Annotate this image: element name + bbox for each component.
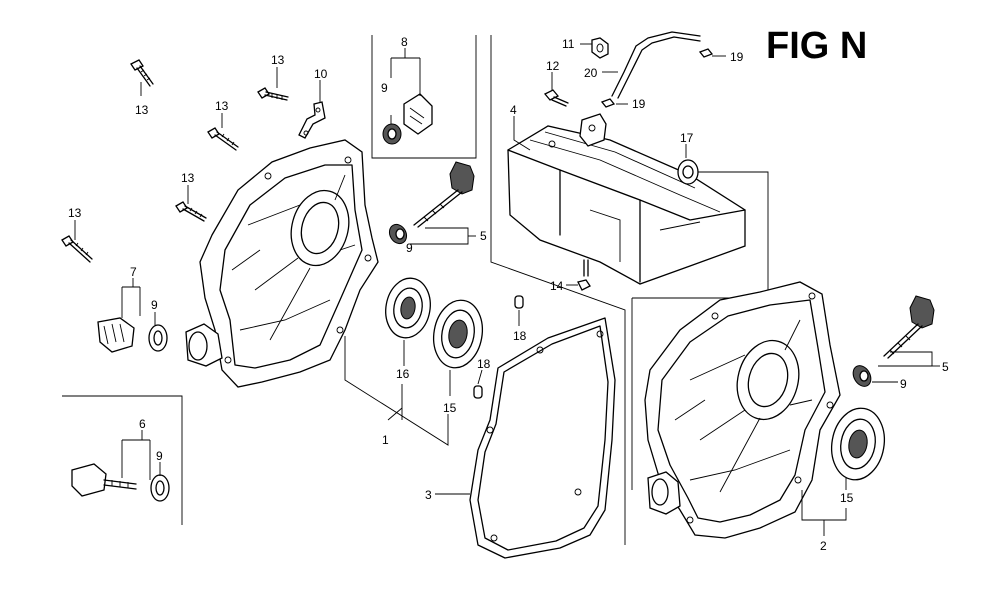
bolt-13-d — [175, 201, 207, 222]
callout-11: 11 — [562, 37, 575, 51]
callout-8: 8 — [401, 35, 408, 49]
callout-7: 7 — [130, 265, 137, 279]
section-frames — [62, 35, 769, 545]
drain-plug-6 — [71, 463, 170, 502]
tube-end-19-a — [698, 48, 714, 58]
gasket-3 — [469, 317, 616, 559]
bolt-13-e — [61, 235, 93, 263]
tube-end-19-b — [600, 98, 616, 108]
oil-seal-16 — [385, 277, 431, 339]
bolt-13-a — [130, 59, 154, 87]
callout-14: 14 — [550, 279, 564, 293]
bolt-12 — [543, 89, 569, 107]
bearing-15-right — [830, 407, 886, 481]
dowel-pin-18-a — [514, 295, 524, 309]
callout-16: 16 — [396, 367, 410, 381]
callout-9: 9 — [151, 298, 158, 312]
callout-4: 4 — [510, 103, 517, 117]
washer-9-right — [852, 365, 872, 387]
callout-19: 19 — [730, 50, 744, 64]
callout-12: 12 — [546, 59, 560, 73]
grommet-17 — [677, 159, 699, 185]
dipstick-5-upper — [413, 161, 475, 228]
callout-10: 10 — [314, 67, 328, 81]
tube-20 — [611, 31, 701, 99]
callout-15: 15 — [840, 491, 854, 505]
crankcase-cover-left — [185, 139, 379, 388]
bearing-15-left — [432, 299, 484, 369]
callout-13: 13 — [68, 206, 82, 220]
callout-19: 19 — [632, 97, 646, 111]
callout-1: 1 — [382, 433, 389, 447]
callout-3: 3 — [425, 488, 432, 502]
washer-9-upper — [388, 223, 408, 245]
callout-13: 13 — [215, 99, 229, 113]
bracket-10 — [298, 101, 326, 139]
callout-13: 13 — [135, 103, 149, 117]
callout-13: 13 — [271, 53, 285, 67]
dowel-pin-18-b — [473, 385, 483, 399]
callout-9: 9 — [381, 81, 388, 95]
drain-plug-7 — [97, 317, 168, 353]
crankcase-cover-right — [644, 281, 841, 539]
callout-9: 9 — [900, 377, 907, 391]
callout-5: 5 — [942, 360, 949, 374]
callout-17: 17 — [680, 131, 694, 145]
leader-lines — [74, 43, 940, 536]
figure-title: FIG N — [766, 25, 867, 67]
tank-4 — [507, 113, 746, 285]
callout-6: 6 — [139, 417, 146, 431]
oil-sensor-8 — [382, 93, 433, 145]
dipstick-5-right — [883, 295, 935, 359]
callout-9: 9 — [156, 449, 163, 463]
callout-2: 2 — [820, 539, 827, 553]
callout-15: 15 — [443, 401, 457, 415]
bolt-13-c — [207, 127, 239, 151]
callout-18: 18 — [513, 329, 527, 343]
callout-labels: 13 13 13 13 13 10 8 9 9 9 9 9 5 5 7 6 16… — [68, 35, 949, 553]
bolt-13-b — [257, 87, 289, 101]
callout-9: 9 — [406, 241, 413, 255]
bolt-14 — [577, 259, 591, 291]
clip-11 — [591, 37, 609, 59]
callout-5: 5 — [480, 229, 487, 243]
callout-18: 18 — [477, 357, 491, 371]
callout-20: 20 — [584, 66, 598, 80]
callout-13: 13 — [181, 171, 195, 185]
